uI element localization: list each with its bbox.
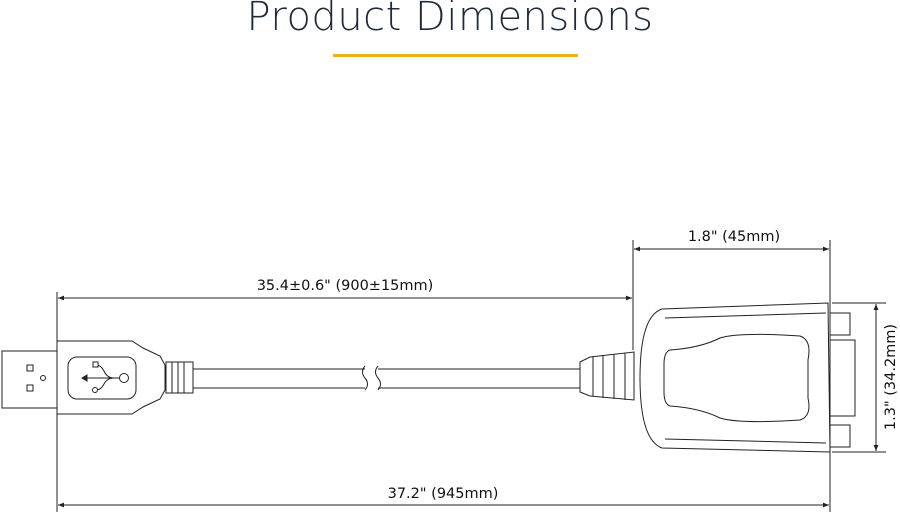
usb-plug-tip [1, 350, 58, 409]
page-title: Product Dimensions [246, 0, 654, 40]
cable-length-label: 35.4±0.6" (900±15mm) [257, 278, 434, 294]
cable-break-mark [362, 365, 368, 391]
db9-tab-top [829, 312, 851, 336]
adapter-grip-recess [663, 333, 810, 423]
adapter-length-label: 1.8" (45mm) [688, 229, 780, 245]
usb-strain-relief [165, 361, 194, 394]
db9-tab-bottom [829, 424, 851, 448]
db9-shell [829, 339, 856, 417]
usb-connector [1, 340, 194, 415]
overall-length-label: 37.2" (945mm) [388, 486, 499, 502]
adapter-height-label: 1.3" (34.2mm) [883, 324, 899, 430]
usb-icon [81, 361, 129, 393]
adapter-strain-relief [579, 351, 635, 401]
serial-adapter [579, 302, 856, 453]
title-underline [333, 54, 578, 57]
cable [193, 365, 580, 391]
